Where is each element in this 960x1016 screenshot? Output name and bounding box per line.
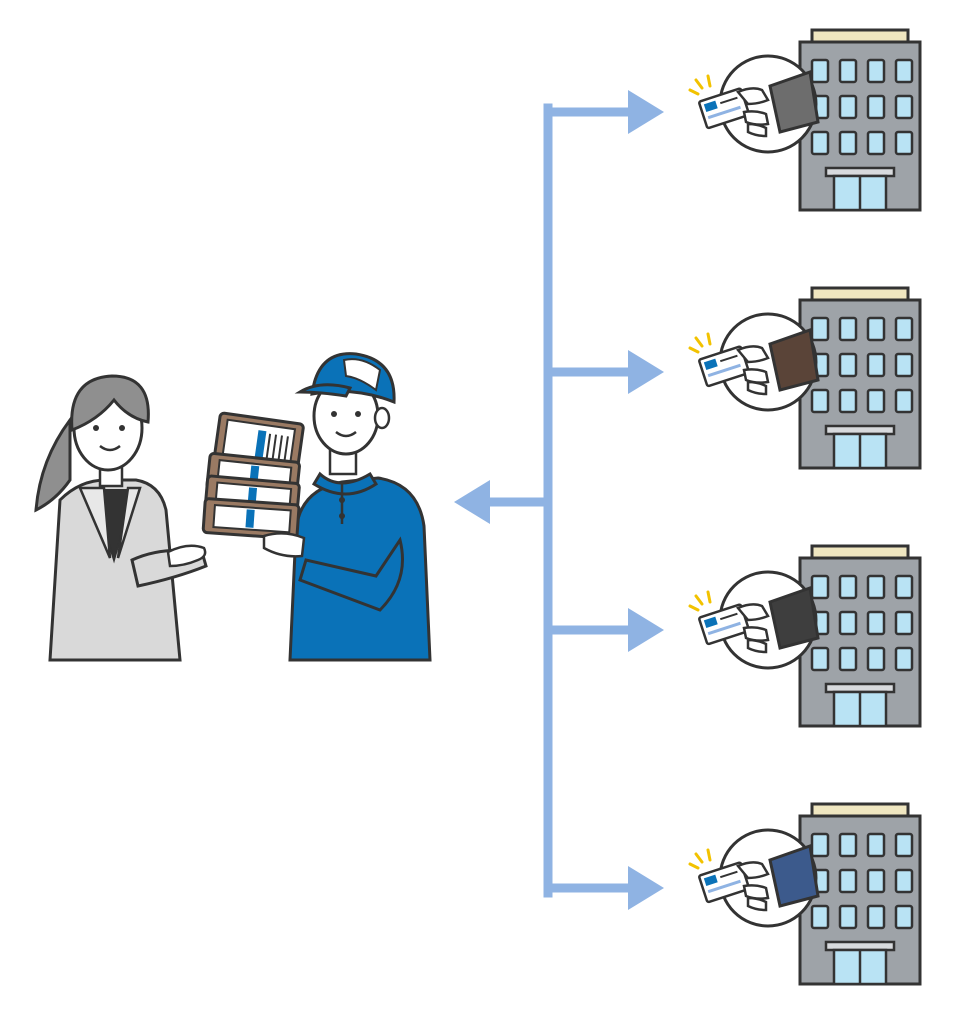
- clipboard-stack-icon: [201, 411, 306, 558]
- arrow-icon: [628, 866, 664, 910]
- arrow-icon: [628, 90, 664, 134]
- delivery-worker: [201, 352, 432, 662]
- woman-icon: [34, 374, 208, 662]
- sleeve: [768, 585, 820, 650]
- arrow-icon: [628, 608, 664, 652]
- building-4: [688, 802, 922, 986]
- delivery-person-icon: [288, 352, 432, 662]
- woman-client: [34, 374, 208, 662]
- connector-lines: [454, 90, 664, 910]
- sleeve: [768, 327, 820, 392]
- building-1: [688, 28, 922, 212]
- arrow-icon: [628, 350, 664, 394]
- building-3: [688, 544, 922, 728]
- sleeve: [768, 843, 820, 908]
- building-2: [688, 286, 922, 470]
- arrow-icon: [454, 480, 490, 524]
- sleeve: [768, 69, 820, 134]
